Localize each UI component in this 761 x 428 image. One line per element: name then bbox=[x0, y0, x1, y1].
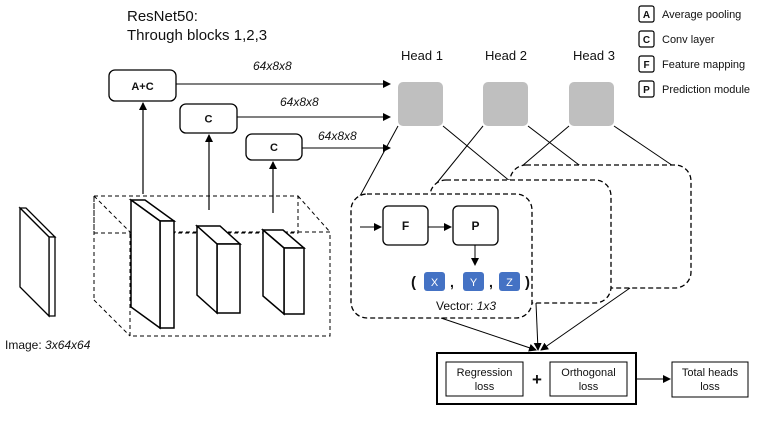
prediction-module-label: P bbox=[471, 219, 479, 233]
layer-box-c-2-label: C bbox=[270, 142, 278, 154]
legend-key-a bbox=[638, 5, 655, 23]
legend-key-c-label: C bbox=[643, 35, 650, 46]
input-image bbox=[18, 206, 57, 318]
block-1-slab bbox=[128, 198, 177, 330]
legend-key-p-label: P bbox=[643, 85, 650, 96]
legend-key-f-label: F bbox=[643, 60, 649, 71]
block-2-slab bbox=[195, 224, 242, 315]
layer-box-c-1-label: C bbox=[205, 114, 213, 126]
head-2-label: Head 2 bbox=[485, 48, 527, 63]
vector-y bbox=[463, 272, 484, 291]
head-3-box bbox=[569, 82, 614, 126]
vector-y-label: Y bbox=[470, 277, 478, 289]
layer-box-a-c bbox=[108, 69, 177, 102]
dims-label-1: 64x8x8 bbox=[253, 59, 292, 73]
orthogonal-loss-line1: Orthogonal bbox=[561, 367, 615, 379]
legend-key-f bbox=[638, 55, 655, 73]
title-line2: Through blocks 1,2,3 bbox=[127, 27, 267, 44]
regression-loss-line1: Regression bbox=[457, 367, 513, 379]
title-line1: ResNet50: bbox=[127, 8, 198, 25]
vector-sep-2: , bbox=[489, 274, 493, 290]
legend: A Average pooling C Conv layer F Feature… bbox=[638, 5, 750, 98]
layer-box-c-2 bbox=[245, 133, 303, 161]
vector-x-label: X bbox=[431, 277, 439, 289]
legend-text-a: Average pooling bbox=[662, 9, 741, 21]
vector-sep-1: , bbox=[450, 274, 454, 290]
legend-text-p: Prediction module bbox=[662, 84, 750, 96]
head-3-label: Head 3 bbox=[573, 48, 615, 63]
loss-plus: + bbox=[532, 370, 542, 389]
legend-key-c bbox=[638, 30, 655, 48]
total-heads-loss-box bbox=[671, 361, 749, 398]
layer-box-a-c-label: A+C bbox=[131, 81, 153, 93]
head-1-label: Head 1 bbox=[401, 48, 443, 63]
orthogonal-loss-box bbox=[549, 361, 628, 397]
regression-loss-line2: loss bbox=[475, 381, 495, 393]
total-heads-loss-line1: Total heads bbox=[682, 367, 739, 379]
orthogonal-loss-line2: loss bbox=[579, 381, 599, 393]
dims-label-2: 64x8x8 bbox=[280, 95, 319, 109]
legend-text-f: Feature mapping bbox=[662, 59, 745, 71]
legend-key-a-label: A bbox=[643, 10, 650, 21]
layer-box-c-1 bbox=[179, 103, 238, 134]
vector-z bbox=[499, 272, 520, 291]
vector-open-paren: ( bbox=[411, 274, 416, 291]
resnet-container bbox=[93, 195, 331, 337]
dims-label-3: 64x8x8 bbox=[318, 129, 357, 143]
vector-label: Vector: 1x3 bbox=[436, 299, 496, 313]
head-1-box bbox=[398, 82, 443, 126]
regression-loss-box bbox=[445, 361, 524, 397]
total-heads-loss-line2: loss bbox=[700, 381, 720, 393]
legend-key-p bbox=[638, 80, 655, 98]
vector-z-label: Z bbox=[506, 277, 513, 289]
loss-converge-arrows bbox=[440, 287, 631, 352]
vector-close-paren: ) bbox=[525, 274, 530, 291]
image-label: Image: 3x64x64 bbox=[5, 338, 91, 352]
block-3-slab bbox=[260, 228, 307, 316]
head-2-box bbox=[483, 82, 528, 126]
feature-mapping-box bbox=[382, 205, 429, 246]
legend-text-c: Conv layer bbox=[662, 34, 715, 46]
vector-x bbox=[424, 272, 445, 291]
feature-mapping-label: F bbox=[402, 219, 409, 233]
